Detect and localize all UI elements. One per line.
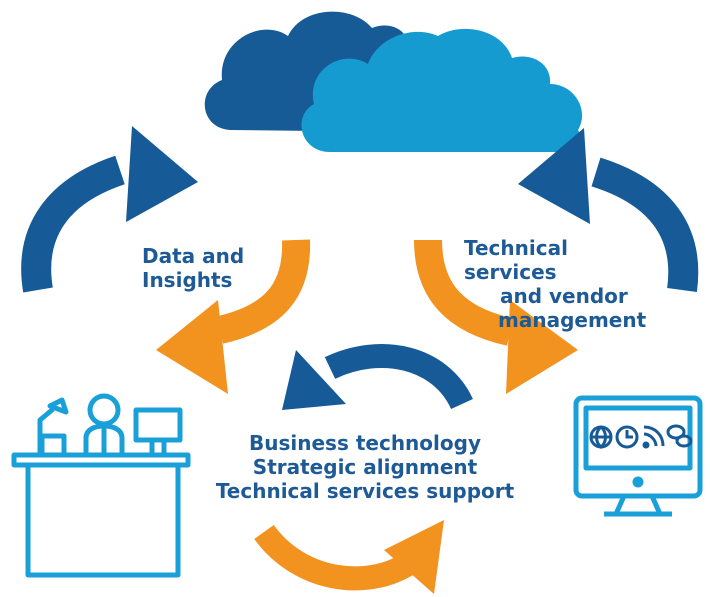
desk-worker-icon (11, 393, 191, 578)
arrow-blue-right (518, 128, 699, 293)
label-line: Business technology (249, 431, 481, 455)
label-line: Strategic alignment (252, 455, 478, 479)
label-line: Technical services support (215, 479, 515, 503)
monitor-icon (573, 395, 703, 517)
label-line: Insights (142, 268, 233, 292)
label-center: Business technology Strategic alignment … (200, 431, 530, 503)
cloud-icon (204, 11, 583, 152)
arrow-blue-center (282, 344, 473, 410)
clock-icon (615, 425, 639, 449)
chat-icon (666, 424, 693, 448)
label-data-insights: Data and Insights (142, 244, 244, 292)
wifi-icon (642, 425, 665, 449)
label-line: management (498, 308, 647, 332)
globe-icon (589, 425, 613, 449)
arrow-orange-center (254, 520, 444, 594)
label-line: Technical services (464, 236, 568, 284)
arrow-orange-left (156, 239, 311, 394)
label-technical-services: Technical services and vendor management (464, 236, 664, 332)
arrow-blue-left (21, 126, 198, 293)
arrow-orange-right (414, 239, 578, 394)
label-line: Data and (142, 244, 245, 268)
label-line: and vendor (500, 284, 628, 308)
